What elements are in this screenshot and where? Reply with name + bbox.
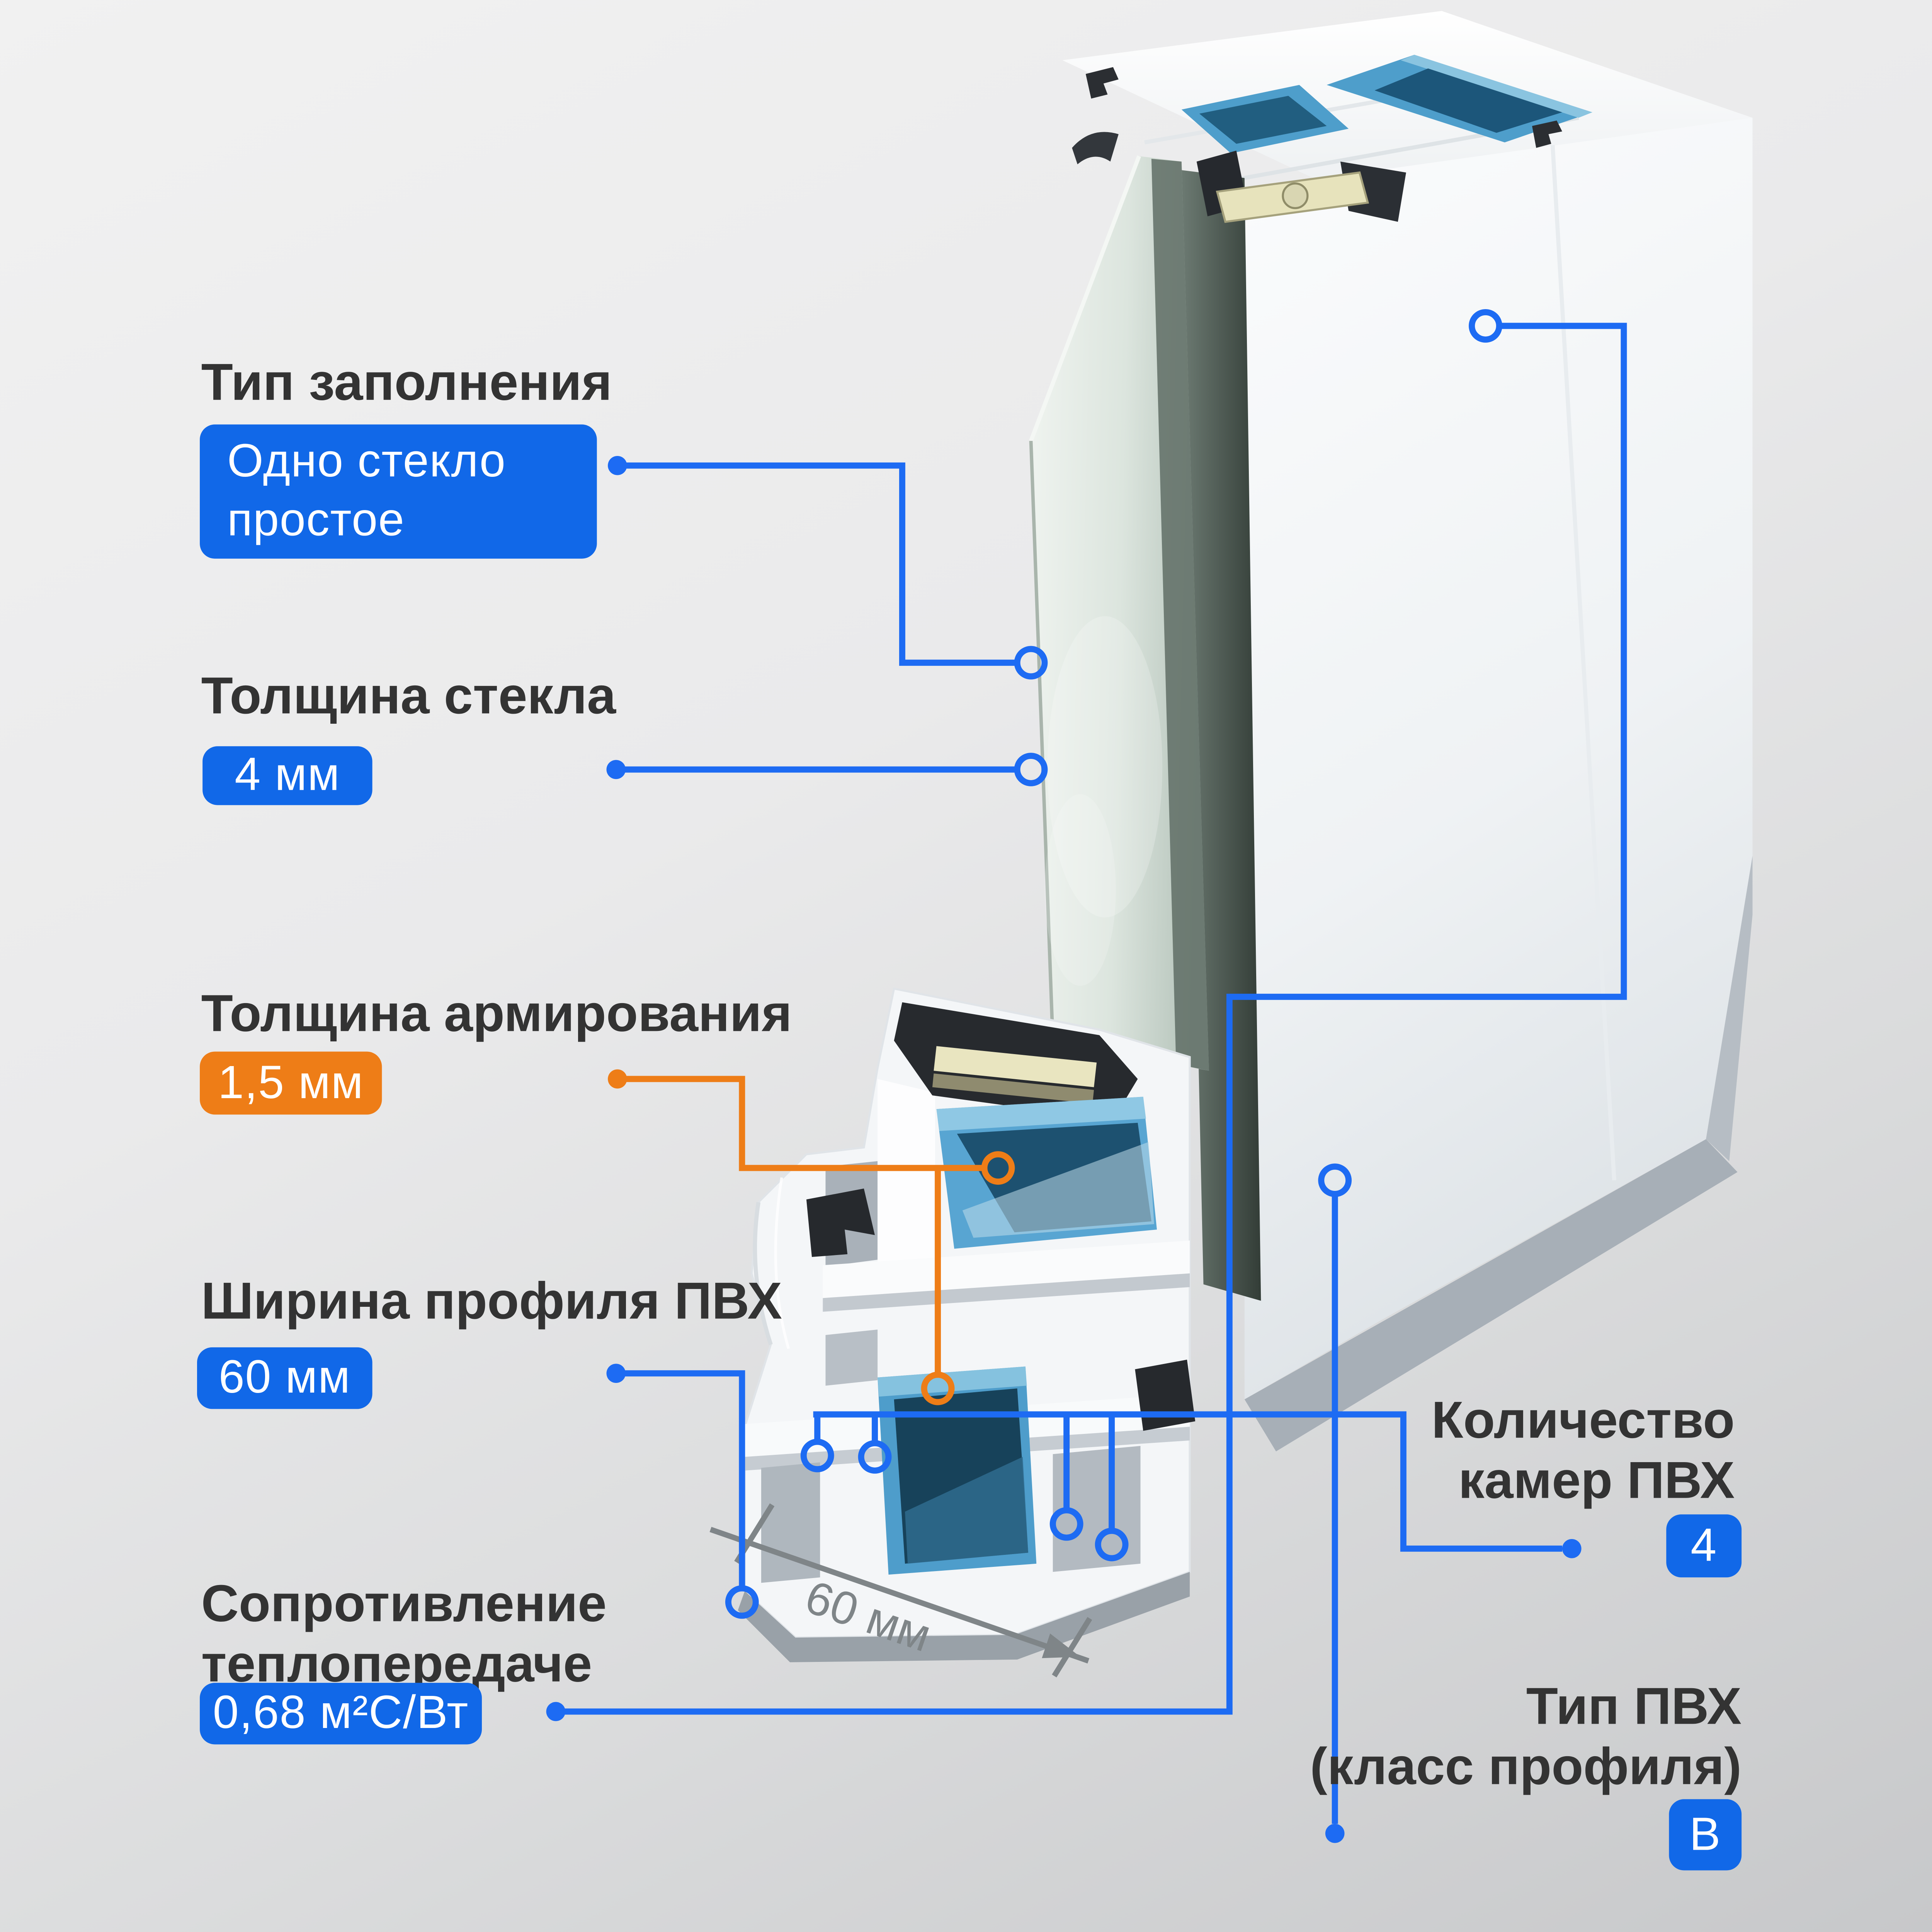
glass-left-edge [1029,440,1055,1041]
ring-marker-icon [858,1440,892,1474]
dimension-tick [1052,1617,1092,1678]
right-bottom-shadow [1706,855,1753,1161]
connector-heat-resistance [546,309,1627,1721]
connector-pvc-type [1318,1163,1352,1843]
label-pvc-type: Тип ПВХ (класс профиля) [1310,1677,1742,1798]
glass-reflection [1044,794,1116,986]
gasket-seal-right [1135,1359,1196,1431]
ring-marker-icon [1014,753,1048,786]
label-heat-resistance-line1: Сопротивление [201,1576,607,1634]
label-pvc-type-line2: (класс профиля) [1310,1739,1742,1797]
gasket-curl [1072,132,1119,165]
connector-chambers-count [801,1411,1582,1561]
badge-heat-resistance: 0,68 м²С/Вт [200,1683,482,1745]
dot-marker-icon [546,1702,566,1721]
glass-edge-band [1151,159,1209,1071]
badge-chambers-count: 4 [1666,1514,1742,1578]
steel-plate [934,1046,1097,1087]
reinforcement-chamber [936,1097,1157,1249]
label-profile-width: Ширина профиля ПВХ [201,1273,782,1331]
front-face-edge [1551,145,1617,1180]
infographic-stage: 60 мм [56,0,1876,1932]
ring-marker-icon [1469,309,1503,343]
gasket-seal-top-left [1086,67,1119,99]
badge-fill-type-line2: простое [227,494,405,546]
chamber-opening [1053,1446,1141,1572]
label-chambers-count: Количество камер ПВХ [1432,1391,1735,1512]
steel-plate-shadow [932,1073,1094,1104]
label-chambers-count-line1: Количество [1431,1392,1735,1450]
gasket-seal-top-right [1532,120,1563,148]
glass-pane [1029,155,1261,1301]
profile-shelf [823,1240,1190,1301]
badge-fill-type: Одно стекло простое [200,424,597,559]
glass-bevel-edge [1029,155,1141,442]
dot-marker-icon [1325,1824,1345,1843]
bottom-rim [738,1572,1190,1662]
label-reinforcement-thickness: Толщина армирования [201,986,793,1044]
dot-marker-icon [606,1364,626,1383]
badge-glass-thickness: 4 мм [202,746,372,805]
label-glass-thickness: Толщина стекла [201,668,616,726]
badge-profile-width: 60 мм [197,1347,372,1409]
label-chambers-count-line2: камер ПВХ [1458,1452,1735,1510]
connector-fill-type [608,456,1048,680]
ring-marker-icon [1050,1507,1083,1541]
label-heat-resistance: Сопротивление теплопередаче [201,1575,607,1695]
screw-head [1282,182,1309,209]
badge-pvc-type: В [1669,1799,1742,1871]
dimension-arrowhead [1042,1633,1080,1658]
lower-chamber [878,1366,1037,1575]
dot-marker-icon [608,456,627,475]
nose-contour [753,1202,773,1345]
shelf-shadow [823,1273,1190,1312]
ring-marker-icon [801,1439,834,1473]
badge-reinforcement-thickness: 1,5 мм [200,1051,382,1115]
glass-reflection [1047,616,1163,918]
connector-reinforcement [608,1069,1015,1405]
window-profile-illustration: 60 мм [546,11,1753,1843]
dimension-line [709,1527,1090,1664]
connector-profile-width [606,1364,759,1619]
connector-glass-thickness [606,753,1048,786]
label-fill-type: Тип заполнения [201,354,612,412]
badge-fill-type-line1: Одно стекло [227,435,506,488]
nose-highlight [774,1177,790,1349]
front-bottom-shadow [1245,1139,1738,1452]
glazing-hardware [1072,132,1406,223]
dot-marker-icon [606,760,626,779]
ring-marker-icon [981,1151,1015,1185]
dot-marker-icon [608,1069,627,1089]
dot-marker-icon [1562,1539,1582,1558]
ring-marker-icon [1095,1527,1129,1561]
ring-marker-icon [921,1371,955,1405]
ring-marker-icon [1014,646,1048,680]
profile-wall [878,1079,935,1281]
chamber-opening [825,1329,878,1386]
pvc-chamber-top-large [1327,54,1593,143]
pvc-chamber-top-small [1182,85,1349,153]
label-pvc-type-line1: Тип ПВХ [1526,1679,1742,1736]
gasket-seal-mid [806,1188,875,1257]
ring-marker-icon [725,1585,759,1619]
